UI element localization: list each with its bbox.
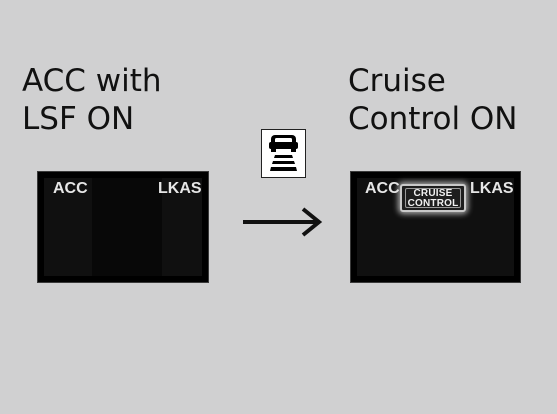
cruise-control-indicator: CRUISE CONTROL (400, 184, 466, 212)
heading-cruise-control: Cruise Control ON (348, 62, 518, 138)
display-acc-lsf (37, 171, 209, 283)
heading-acc-lsf: ACC with LSF ON (22, 62, 162, 138)
display-cruise-lkas-label: LKAS (470, 180, 514, 197)
display-acc-lsf-acc-label: ACC (53, 180, 88, 197)
display-acc-lsf-lkas-label: LKAS (158, 180, 202, 197)
heading-acc-lsf-line2: LSF ON (22, 101, 135, 137)
cruise-control-indicator-line1: CRUISE (413, 188, 453, 199)
cruise-control-indicator-line2: CONTROL (407, 198, 459, 209)
car-following-icon (261, 129, 306, 178)
heading-cruise-control-line1: Cruise (348, 63, 446, 99)
display-acc-lsf-area (44, 178, 202, 276)
heading-cruise-control-line2: Control ON (348, 101, 518, 137)
heading-acc-lsf-line1: ACC with (22, 63, 162, 99)
display-cruise-acc-label: ACC (365, 180, 400, 197)
display-acc-lsf-center (92, 178, 162, 276)
cruise-control-indicator-frame (405, 188, 461, 208)
right-arrow-icon (239, 205, 325, 243)
